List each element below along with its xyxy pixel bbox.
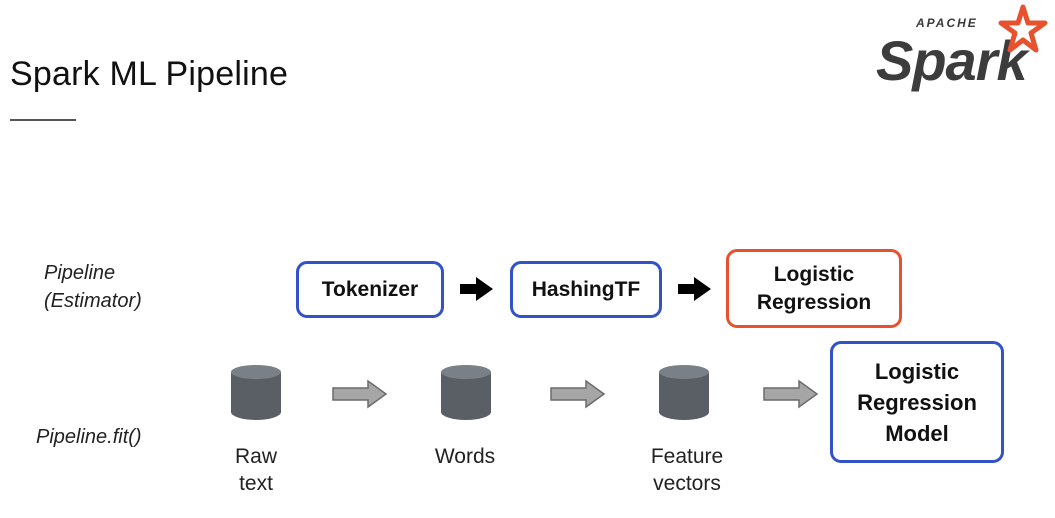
solid-arrow-icon xyxy=(678,277,711,301)
tokenizer-stage: Tokenizer xyxy=(296,261,444,318)
pipeline-label-line1: Pipeline xyxy=(44,262,116,284)
words-cylinder-icon xyxy=(441,365,491,420)
feature-vectors-label-line1: Feature xyxy=(650,445,724,468)
model-label-line1: Logistic xyxy=(874,358,960,384)
pipeline-estimator-label: Pipeline (Estimator) xyxy=(44,259,142,315)
logo-apache-text: APACHE xyxy=(916,16,978,30)
raw-text-label: Raw text xyxy=(216,443,296,497)
slide-title: Spark ML Pipeline xyxy=(10,55,289,93)
solid-arrow-icon xyxy=(460,277,493,301)
model-label-line2: Regression xyxy=(857,389,977,415)
apache-spark-logo: APACHE Spark xyxy=(870,4,1050,100)
logistic-regression-model-box: Logistic Regression Model xyxy=(830,341,1004,463)
hollow-arrow-icon xyxy=(763,379,819,409)
hollow-arrow-icon xyxy=(550,379,606,409)
tokenizer-label: Tokenizer xyxy=(321,277,419,301)
hashingtf-stage: HashingTF xyxy=(510,261,662,318)
lr-label-line2: Regression xyxy=(756,290,872,314)
raw-text-label-line1: Raw xyxy=(234,445,277,468)
title-underline xyxy=(10,119,76,121)
logistic-regression-stage: Logistic Regression xyxy=(726,249,902,328)
logo-spark-text: Spark xyxy=(876,29,1028,92)
hashingtf-label: HashingTF xyxy=(531,277,641,301)
words-label: Words xyxy=(434,445,496,468)
star-icon xyxy=(998,4,1048,53)
feature-vectors-label: Feature vectors xyxy=(632,443,742,497)
raw-text-cylinder-icon xyxy=(231,365,281,420)
lr-label-line1: Logistic xyxy=(773,262,855,286)
model-label-line3: Model xyxy=(885,420,949,446)
hollow-arrow-icon xyxy=(332,379,388,409)
pipeline-fit-label: Pipeline.fit() xyxy=(36,426,142,448)
feature-vectors-cylinder-icon xyxy=(659,365,709,420)
raw-text-label-line2: text xyxy=(239,472,273,495)
pipeline-label-line2: (Estimator) xyxy=(44,290,142,312)
feature-vectors-label-line2: vectors xyxy=(653,472,721,495)
